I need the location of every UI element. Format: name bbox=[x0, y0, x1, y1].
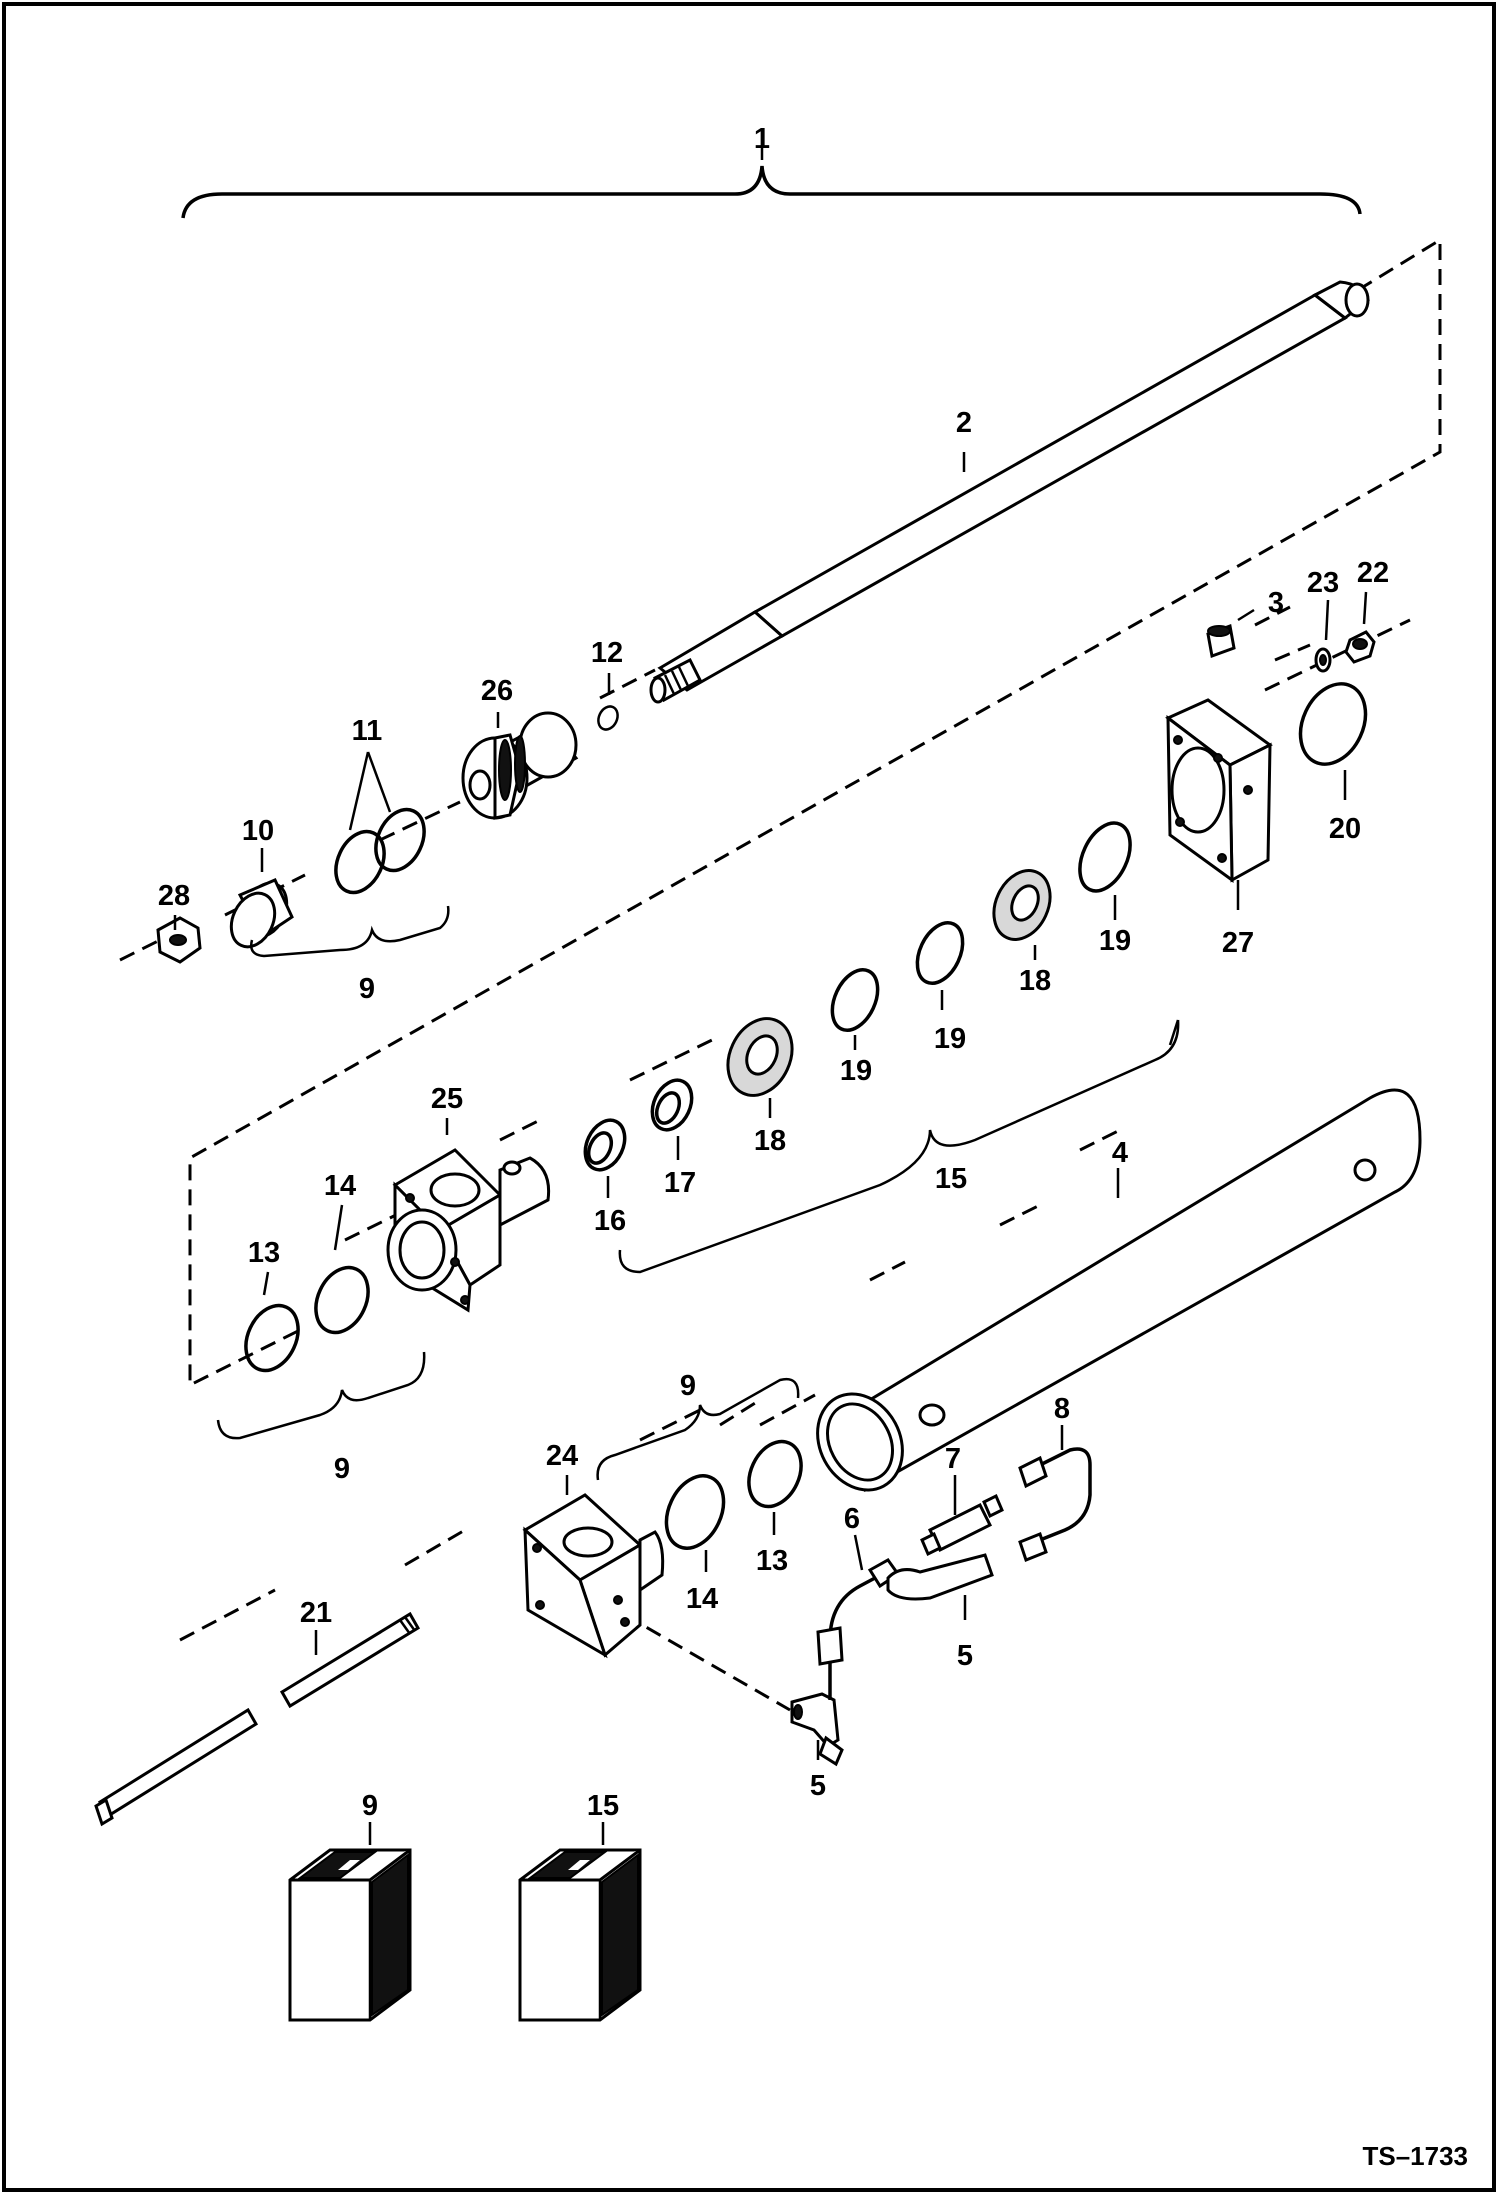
bracket-item-9-mid bbox=[216, 1351, 426, 1440]
piston-nut bbox=[156, 916, 202, 964]
callout-22: 22 bbox=[1357, 557, 1389, 589]
callout-24: 24 bbox=[546, 1440, 578, 1472]
leader-lines bbox=[173, 452, 1368, 1845]
callout-15-kit: 15 bbox=[587, 1790, 619, 1822]
callout-18-b: 18 bbox=[1019, 965, 1051, 997]
backup-washer-b bbox=[992, 869, 1052, 941]
o-ring-12 bbox=[597, 705, 619, 731]
gland-block bbox=[386, 1148, 551, 1313]
callout-14-b: 14 bbox=[686, 1583, 718, 1615]
o-ring-20 bbox=[1298, 682, 1368, 766]
callout-14-a: 14 bbox=[324, 1170, 356, 1202]
plug bbox=[1206, 623, 1236, 659]
washer-small bbox=[1314, 647, 1332, 673]
callout-17: 17 bbox=[664, 1167, 696, 1199]
callout-18-a: 18 bbox=[754, 1125, 786, 1157]
callout-5-upper: 5 bbox=[957, 1640, 973, 1672]
bracket-item-9-top bbox=[250, 905, 450, 958]
callout-13-a: 13 bbox=[248, 1237, 280, 1269]
callout-15-mid: 15 bbox=[935, 1163, 967, 1195]
check-valve bbox=[920, 1493, 1004, 1557]
bracket-item-9-low bbox=[596, 1377, 800, 1481]
wiper-seal bbox=[583, 1118, 627, 1172]
seal-ring-19b bbox=[915, 921, 965, 985]
steel-tube-8 bbox=[1018, 1447, 1092, 1562]
rod-end-head-plate bbox=[1165, 698, 1273, 883]
callout-labels: 1 2 3 23 22 12 26 11 10 28 9 20 27 19 18… bbox=[158, 123, 1389, 1822]
piston-rod bbox=[649, 280, 1370, 704]
wear-ring bbox=[229, 878, 294, 949]
tie-rod bbox=[94, 1611, 421, 1827]
bracket-item-1 bbox=[181, 165, 1362, 219]
seal-kit-box-15 bbox=[518, 1848, 642, 2022]
callout-27: 27 bbox=[1222, 927, 1254, 959]
seal-ring-19a bbox=[830, 968, 880, 1032]
dashed-path-top bbox=[188, 237, 1442, 1388]
base-end-block bbox=[522, 1493, 665, 1659]
callout-28: 28 bbox=[158, 880, 190, 912]
elbow-fitting-upper bbox=[886, 1553, 994, 1601]
callout-16: 16 bbox=[594, 1205, 626, 1237]
seal-kit-box-9 bbox=[288, 1848, 412, 2022]
bracket-item-15-mid bbox=[618, 1019, 1180, 1274]
callout-1: 1 bbox=[754, 123, 770, 155]
callout-4: 4 bbox=[1112, 1137, 1128, 1169]
callout-6: 6 bbox=[844, 1503, 860, 1535]
callout-19-c: 19 bbox=[1099, 925, 1131, 957]
piston bbox=[461, 711, 579, 820]
callout-8: 8 bbox=[1054, 1393, 1070, 1425]
callout-9-mid: 9 bbox=[334, 1453, 350, 1485]
callout-20: 20 bbox=[1329, 813, 1361, 845]
callout-7: 7 bbox=[945, 1443, 961, 1475]
nut-small bbox=[1344, 630, 1376, 664]
backup-ring-14a bbox=[314, 1265, 370, 1335]
callout-12: 12 bbox=[591, 637, 623, 669]
callout-26: 26 bbox=[481, 675, 513, 707]
callout-9-top: 9 bbox=[359, 973, 375, 1005]
callout-23: 23 bbox=[1307, 567, 1339, 599]
steel-tube-6 bbox=[816, 1558, 901, 1700]
backup-washer-a bbox=[726, 1017, 794, 1097]
piston-rings bbox=[334, 807, 426, 895]
cylinder-barrel bbox=[816, 1088, 1422, 1492]
backup-ring-14b bbox=[664, 1474, 726, 1550]
callout-9-kit: 9 bbox=[362, 1790, 378, 1822]
callout-9-low: 9 bbox=[680, 1370, 696, 1402]
callout-3: 3 bbox=[1268, 587, 1284, 619]
rod-seal bbox=[650, 1078, 694, 1132]
o-ring-13a bbox=[244, 1303, 300, 1373]
callout-5-lower: 5 bbox=[810, 1770, 826, 1802]
callout-10: 10 bbox=[242, 815, 274, 847]
callout-13-b: 13 bbox=[756, 1545, 788, 1577]
elbow-fitting-lower bbox=[790, 1692, 844, 1767]
callout-21: 21 bbox=[300, 1597, 332, 1629]
seal-ring-19c bbox=[1078, 821, 1132, 893]
o-ring-13b bbox=[747, 1439, 803, 1509]
callout-25: 25 bbox=[431, 1083, 463, 1115]
callout-2: 2 bbox=[956, 407, 972, 439]
callout-19-a: 19 bbox=[840, 1055, 872, 1087]
bracket-item-15-top bbox=[1168, 1019, 1180, 1046]
callout-19-b: 19 bbox=[934, 1023, 966, 1055]
callout-11: 11 bbox=[352, 715, 383, 747]
drawing-reference-code: TS–1733 bbox=[1362, 2141, 1468, 2171]
